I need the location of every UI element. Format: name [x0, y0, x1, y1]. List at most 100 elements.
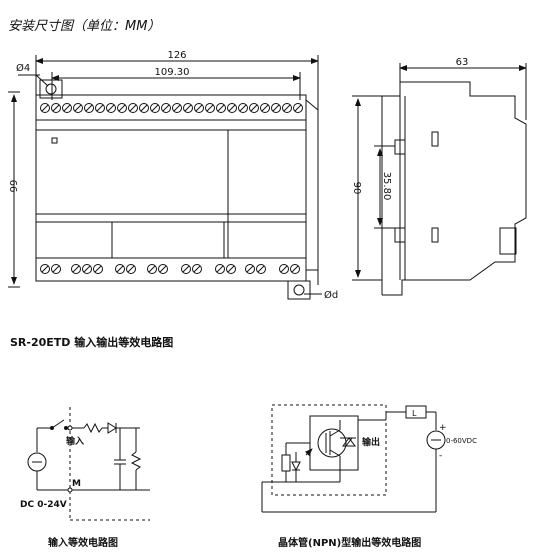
terminal-screw — [51, 103, 61, 113]
terminal-screw-slot — [280, 265, 288, 273]
terminal-screw-slot — [63, 104, 71, 112]
terminal-screw-slot — [151, 104, 159, 112]
terminal-screw-slot — [184, 104, 192, 112]
output-minus: - — [439, 451, 442, 461]
dim-width-holes: 109.30 — [155, 67, 190, 78]
terminal-screw — [216, 103, 226, 113]
terminal-screw — [106, 103, 116, 113]
terminal-screw-slot — [148, 265, 156, 273]
terminal-screw-slot — [228, 104, 236, 112]
output-plus: + — [439, 423, 447, 433]
terminal-screw — [147, 264, 157, 274]
terminal-screw-slot — [206, 104, 214, 112]
terminal-screw-slot — [283, 104, 291, 112]
input-label: 输入 — [66, 435, 84, 447]
terminal-screw — [139, 103, 149, 113]
terminal-screw — [290, 264, 300, 274]
terminal-screw — [271, 103, 281, 113]
terminal-screw-slot — [41, 104, 49, 112]
terminal-screw-slot — [72, 265, 80, 273]
terminal-screw — [73, 103, 83, 113]
terminal-screw-slot — [193, 265, 201, 273]
terminal-screw-slot — [246, 265, 254, 273]
side-view — [352, 63, 527, 296]
terminal-screw-slot — [261, 104, 269, 112]
terminal-screw — [279, 264, 289, 274]
terminal-screw — [40, 103, 50, 113]
terminal-screw-slot — [41, 265, 49, 273]
terminal-screw — [172, 103, 182, 113]
terminal-screw — [192, 264, 202, 274]
terminal-screw — [245, 264, 255, 274]
input-m-label: M — [72, 479, 81, 489]
page-title: 安装尺寸图（单位：MM） — [8, 18, 160, 34]
terminal-screw — [84, 103, 94, 113]
terminal-screw — [194, 103, 204, 113]
input-caption: 输入等效电路图 — [48, 536, 118, 549]
terminal-screw — [93, 264, 103, 274]
terminal-strip-top — [40, 103, 303, 113]
dim-hole-bottom: Ød — [324, 289, 338, 301]
terminal-strip-bottom — [40, 264, 300, 274]
terminal-screw-slot — [195, 104, 203, 112]
terminal-screw-slot — [116, 265, 124, 273]
terminal-screw-slot — [118, 104, 126, 112]
terminal-screw-slot — [159, 265, 167, 273]
dim-rail: 35.80 — [381, 172, 392, 201]
terminal-screw-slot — [127, 265, 135, 273]
terminal-screw-slot — [94, 265, 102, 273]
terminal-screw — [158, 264, 168, 274]
terminal-screw-slot — [129, 104, 137, 112]
terminal-screw — [126, 264, 136, 274]
terminal-screw-slot — [85, 104, 93, 112]
terminal-screw — [150, 103, 160, 113]
terminal-screw — [117, 103, 127, 113]
terminal-screw-slot — [83, 265, 91, 273]
output-supply-label: 0-60VDC — [446, 437, 477, 445]
output-label: 输出 — [362, 436, 380, 448]
dim-height-body: 66 — [7, 180, 18, 193]
terminal-screw-slot — [250, 104, 258, 112]
terminal-screw-slot — [173, 104, 181, 112]
dim-depth: 63 — [456, 57, 469, 68]
terminal-screw — [82, 264, 92, 274]
terminal-screw-slot — [239, 104, 247, 112]
terminal-screw — [205, 103, 215, 113]
terminal-screw — [293, 103, 303, 113]
terminal-screw — [51, 264, 61, 274]
terminal-screw — [95, 103, 105, 113]
terminal-screw — [71, 264, 81, 274]
terminal-screw-slot — [96, 104, 104, 112]
terminal-screw — [62, 103, 72, 113]
input-dc-label: DC 0-24V — [20, 500, 67, 510]
terminal-screw-slot — [52, 104, 60, 112]
terminal-screw-slot — [52, 265, 60, 273]
terminal-screw — [227, 103, 237, 113]
dim-width-total: 126 — [167, 50, 186, 61]
terminal-screw — [238, 103, 248, 113]
terminal-screw-slot — [272, 104, 280, 112]
terminal-screw-slot — [162, 104, 170, 112]
output-circuit — [261, 404, 446, 513]
terminal-screw-slot — [216, 265, 224, 273]
terminal-screw-slot — [182, 265, 190, 273]
terminal-screw — [249, 103, 259, 113]
terminal-screw-slot — [74, 104, 82, 112]
terminal-screw-slot — [257, 265, 265, 273]
terminal-screw — [181, 264, 191, 274]
terminal-screw-slot — [294, 104, 302, 112]
terminal-screw — [215, 264, 225, 274]
dim-hole-top: Ø4 — [16, 62, 30, 74]
output-load-label: L — [412, 409, 417, 418]
dim-height-side: 90 — [351, 182, 362, 195]
terminal-screw-slot — [217, 104, 225, 112]
terminal-screw — [282, 103, 292, 113]
input-circuit — [27, 407, 150, 521]
terminal-screw — [226, 264, 236, 274]
terminal-screw-slot — [140, 104, 148, 112]
terminal-screw-slot — [107, 104, 115, 112]
terminal-screw — [115, 264, 125, 274]
terminal-screw — [128, 103, 138, 113]
front-view — [8, 55, 322, 300]
